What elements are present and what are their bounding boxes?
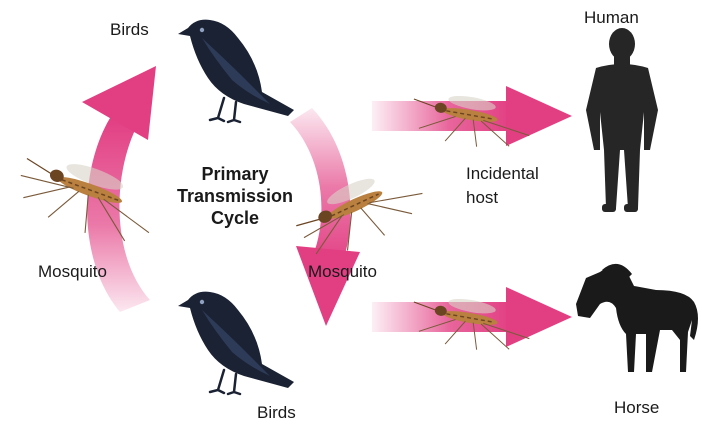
mosquito-right-label: Mosquito bbox=[308, 262, 377, 282]
primary-cycle-line1: Primary bbox=[150, 163, 320, 185]
mosquito-icon bbox=[10, 145, 163, 253]
horse-silhouette-icon bbox=[576, 264, 698, 372]
mosquito-left-label: Mosquito bbox=[38, 262, 107, 282]
birds-bottom-label: Birds bbox=[257, 403, 296, 423]
primary-cycle-line2: Transmission bbox=[150, 185, 320, 207]
crow-icon bbox=[178, 292, 294, 394]
incidental-host-label: Incidental host bbox=[466, 162, 576, 210]
crow-icon bbox=[178, 20, 294, 122]
horse-label: Horse bbox=[614, 398, 659, 418]
human-label: Human bbox=[584, 8, 639, 28]
incidental-host-line1: Incidental bbox=[466, 162, 576, 186]
birds-top-label: Birds bbox=[110, 20, 149, 40]
human-silhouette-icon bbox=[586, 28, 658, 212]
primary-cycle-line3: Cycle bbox=[150, 207, 320, 229]
primary-cycle-title: Primary Transmission Cycle bbox=[150, 163, 320, 229]
incidental-host-line2: host bbox=[466, 186, 576, 210]
